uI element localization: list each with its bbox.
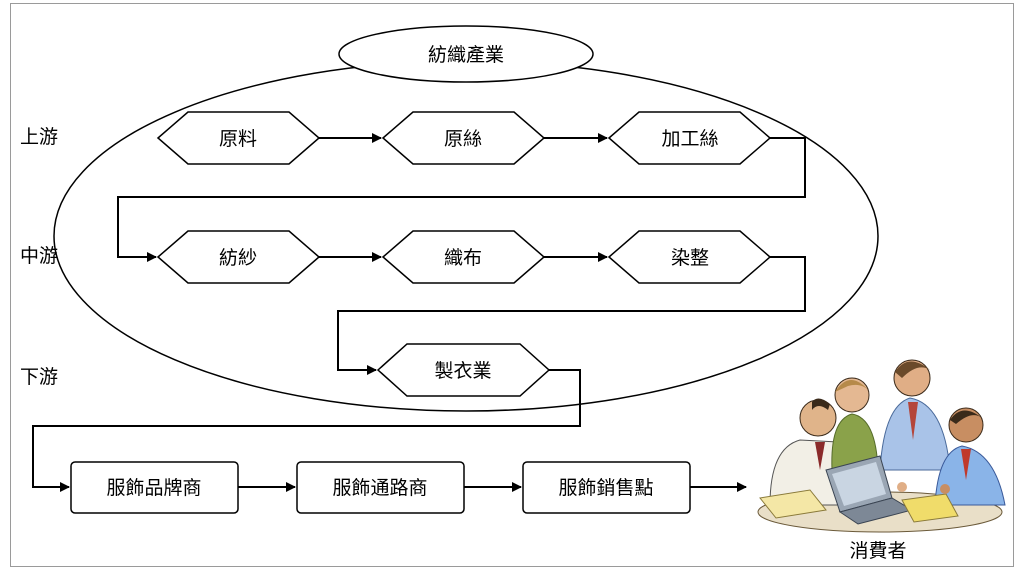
stage-label-downstream: 下游 <box>20 366 58 388</box>
node-spinning-label: 紡紗 <box>219 247 257 269</box>
edge-dyeing-to-garment <box>337 256 806 375</box>
node-garment-industry: 製衣業 <box>376 343 551 397</box>
node-apparel-channel: 服飾通路商 <box>296 461 465 514</box>
figure-frame <box>10 3 1014 567</box>
node-weaving: 織布 <box>381 230 546 284</box>
node-apparel-brand: 服飾品牌商 <box>70 461 239 514</box>
stage-label-midstream: 中游 <box>20 245 58 267</box>
node-raw-material: 原料 <box>156 111 321 165</box>
node-raw-silk: 原絲 <box>381 111 546 165</box>
node-raw-material-label: 原料 <box>219 128 257 150</box>
node-processed-silk-label: 加工絲 <box>661 128 718 150</box>
node-apparel-retail-label: 服飾銷售點 <box>558 477 653 499</box>
node-apparel-retail: 服飾銷售點 <box>522 461 691 514</box>
diagram-title: 紡織產業 <box>428 44 504 66</box>
edge-processed-silk-to-spinning <box>117 137 806 262</box>
node-spinning: 紡紗 <box>156 230 321 284</box>
stage-label-upstream: 上游 <box>20 126 58 148</box>
node-dyeing-finishing-label: 染整 <box>671 247 709 269</box>
node-processed-silk: 加工絲 <box>607 111 772 165</box>
node-consumer-label: 消費者 <box>849 540 906 562</box>
title-ellipse: 紡織產業 <box>338 25 594 83</box>
consumers-illustration <box>757 359 1006 533</box>
node-raw-silk-label: 原絲 <box>444 128 482 150</box>
node-apparel-brand-label: 服飾品牌商 <box>106 477 201 499</box>
node-apparel-channel-label: 服飾通路商 <box>332 477 427 499</box>
node-dyeing-finishing: 染整 <box>607 230 772 284</box>
edge-garment-to-brand <box>32 369 581 492</box>
node-garment-industry-label: 製衣業 <box>434 360 491 382</box>
node-weaving-label: 織布 <box>444 247 482 269</box>
